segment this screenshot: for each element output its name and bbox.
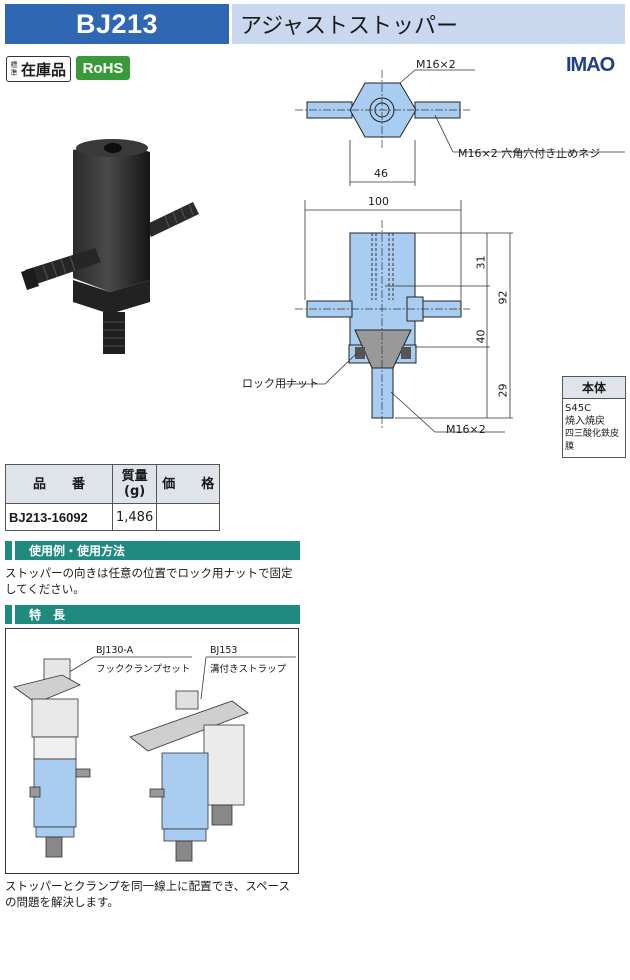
- feature-label2-name: 溝付きストラップ: [210, 664, 287, 675]
- dimension-46: 46: [374, 167, 388, 180]
- header-price: 価 格: [156, 464, 221, 504]
- spec-table: 品 番 質量(g) 価 格 BJ213-16092 1,486: [5, 464, 221, 531]
- photo-lock-nut: [73, 280, 150, 314]
- dimension-31: 31: [474, 255, 488, 270]
- feature-label1-name: フッククランプセット: [96, 664, 191, 675]
- header-part-no: 品 番: [5, 464, 113, 504]
- stock-badge-small: 標準: [10, 61, 18, 77]
- cell-mass: 1,486: [111, 503, 158, 531]
- section-hatch: [354, 329, 412, 369]
- dimension-29: 29: [496, 383, 510, 398]
- material-title: 本体: [563, 377, 625, 399]
- rohs-badge: RoHS: [76, 56, 130, 80]
- dimension-92: 92: [496, 290, 510, 305]
- product-name-header: アジャストストッパー: [232, 4, 625, 44]
- feature-illustration: [13, 656, 296, 862]
- table-row: BJ213-16092 1,486: [5, 503, 221, 531]
- material-line: S45C: [565, 403, 592, 414]
- feature-section-bar: 特 長: [5, 605, 300, 624]
- label-lock-nut: ロック用ナット: [242, 377, 319, 390]
- material-box: 本体 S45C 焼入焼戻 四三酸化鉄皮膜: [562, 376, 626, 458]
- spec-table-header: 品 番 質量(g) 価 格: [5, 464, 221, 504]
- feature-illustration-frame: BJ130-A フッククランプセット BJ153 溝付きストラップ: [5, 628, 299, 874]
- label-thread-bottom: M16×2: [446, 423, 486, 436]
- feature-text: ストッパーとクランプを同一線上に配置でき、スペースの問題を解決します。: [5, 879, 290, 909]
- cell-part-no: BJ213-16092: [5, 503, 113, 531]
- label-set-screw: M16×2 六角穴付き止めネジ: [458, 147, 601, 160]
- usage-section-bar: 使用例・使用方法: [5, 541, 300, 560]
- product-photo: [21, 139, 199, 354]
- dimension-40: 40: [474, 329, 488, 344]
- header-mass: 質量(g): [111, 464, 158, 504]
- usage-text: ストッパーの向きは任意の位置でロック用ナットで固定してください。: [5, 566, 293, 596]
- brand-logo: IMAO: [566, 54, 615, 76]
- feature-label1-code: BJ130-A: [96, 645, 134, 656]
- feature-section-title: 特 長: [29, 608, 66, 622]
- photo-rear-bolt: [145, 202, 199, 237]
- dimension-100: 100: [368, 195, 389, 208]
- material-line: 焼入焼戻: [565, 416, 605, 427]
- label-thread-top: M16×2: [416, 58, 456, 71]
- stock-badge-label: 在庫品: [21, 60, 67, 79]
- photo-bottom-thread: [103, 312, 125, 354]
- feature-label2-code: BJ153: [210, 645, 238, 656]
- usage-section-title: 使用例・使用方法: [29, 544, 126, 558]
- front-view-shaft: [371, 362, 394, 419]
- material-line: 四三酸化鉄皮膜: [565, 429, 620, 452]
- stock-badge: 標準 在庫品: [6, 56, 72, 82]
- photo-front-bolt: [21, 248, 101, 290]
- cell-price: [156, 503, 221, 531]
- front-view-body: [349, 232, 416, 346]
- feature-stopper-right: [161, 752, 209, 830]
- technical-drawing: [285, 69, 625, 433]
- photo-hex-body: [73, 142, 150, 292]
- product-code-header: BJ213: [5, 4, 229, 44]
